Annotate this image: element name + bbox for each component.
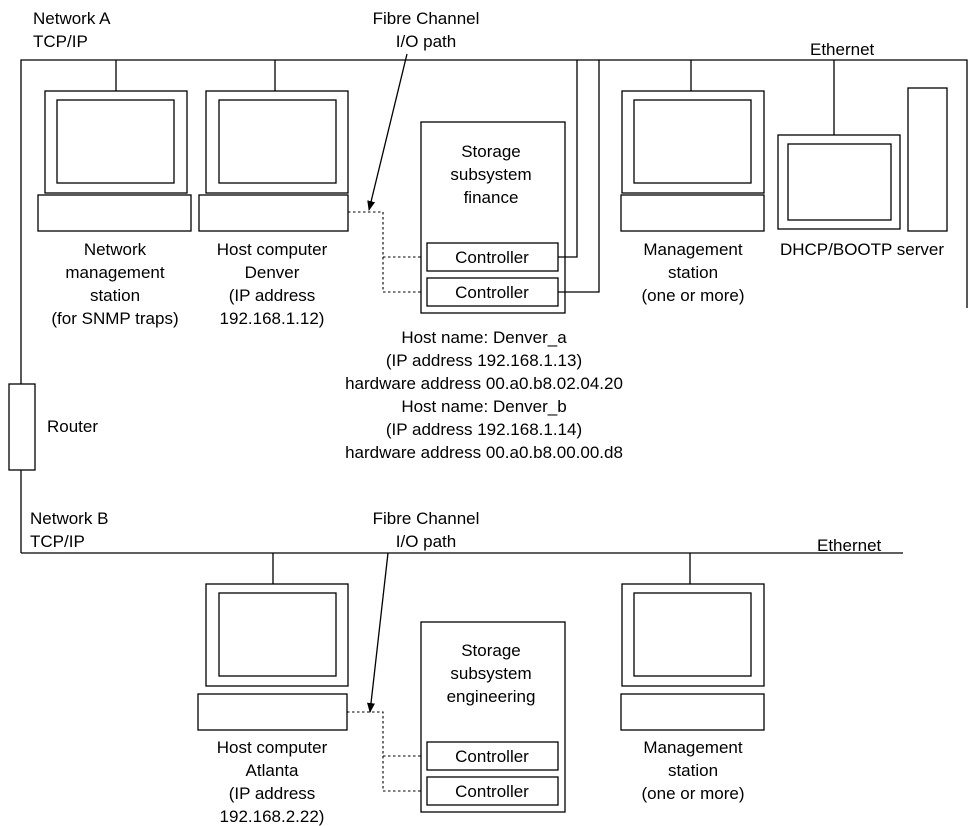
storage-finance-label-3: finance [464, 188, 519, 207]
network-a-ethernet-bus [20, 59, 968, 384]
fibre-link-atlanta-controller-a [347, 711, 427, 757]
nms-label-1: Network [84, 240, 147, 259]
mgmt-a-label-1: Management [643, 240, 743, 259]
fibre-a-arrow [367, 53, 408, 211]
host-denver-label-4: 192.168.1.12) [220, 309, 325, 328]
host-info-line-6: hardware address 00.a0.b8.00.00.d8 [345, 443, 623, 462]
nms-label-2: management [65, 263, 165, 282]
host-denver-computer [198, 60, 349, 232]
engineering-controller-a-box [426, 741, 559, 771]
router-box [8, 383, 36, 471]
management-station-b-computer [620, 553, 765, 731]
ethernet-link-controller-b [558, 60, 600, 293]
nms-label-3: station [90, 286, 140, 305]
mgmt-b-label-1: Management [643, 738, 743, 757]
network-a-protocol: TCP/IP [33, 32, 88, 51]
network-b-ethernet-label: Ethernet [817, 536, 882, 555]
host-denver-label-1: Host computer [217, 240, 328, 259]
host-info-line-3: hardware address 00.a0.b8.02.04.20 [345, 374, 623, 393]
host-denver-label-3: (IP address [229, 286, 316, 305]
fibre-b-label-1: Fibre Channel [373, 509, 480, 528]
finance-controller-a-box [426, 242, 559, 272]
host-denver-label-2: Denver [245, 263, 300, 282]
mgmt-a-label-2: station [668, 263, 718, 282]
fibre-b-label-2: I/O path [396, 532, 456, 551]
mgmt-a-label-3: (one or more) [642, 286, 745, 305]
fibre-a-label-2: I/O path [396, 32, 456, 51]
network-a-name: Network A [33, 9, 111, 28]
network-management-station-computer [37, 60, 192, 232]
host-atlanta-label-2: Atlanta [246, 761, 299, 780]
network-b-name: Network B [30, 509, 108, 528]
storage-engineering-label-1: Storage [461, 641, 521, 660]
management-station-a-computer [620, 60, 765, 232]
host-atlanta-computer [197, 553, 349, 731]
mgmt-b-label-2: station [668, 761, 718, 780]
finance-controller-b-label: Controller [455, 283, 529, 302]
host-atlanta-label-1: Host computer [217, 738, 328, 757]
fibre-a-label-1: Fibre Channel [373, 9, 480, 28]
fibre-link-denver-controller-a [348, 211, 427, 258]
dhcp-bootp-server [777, 60, 948, 232]
engineering-controller-b-box [426, 776, 559, 806]
finance-controller-a-label: Controller [455, 248, 529, 267]
host-atlanta-label-4: 192.168.2.22) [220, 807, 325, 826]
network-b-protocol: TCP/IP [30, 532, 85, 551]
storage-finance-label-1: Storage [461, 142, 521, 161]
storage-finance-label-2: subsystem [450, 165, 531, 184]
engineering-controller-a-label: Controller [455, 747, 529, 766]
fibre-b-arrow [367, 552, 389, 713]
nms-label-4: (for SNMP traps) [51, 309, 178, 328]
fibre-link-atlanta-controller-b [382, 756, 427, 792]
finance-controller-b-box [426, 277, 559, 307]
host-info-line-1: Host name: Denver_a [401, 328, 567, 347]
host-info-line-5: (IP address 192.168.1.14) [386, 420, 582, 439]
dhcp-label: DHCP/BOOTP server [780, 240, 944, 259]
host-info-line-2: (IP address 192.168.1.13) [386, 351, 582, 370]
host-atlanta-label-3: (IP address [229, 784, 316, 803]
fibre-link-denver-controller-b [382, 257, 427, 293]
storage-engineering-label-3: engineering [447, 687, 536, 706]
mgmt-b-label-3: (one or more) [642, 784, 745, 803]
router-label: Router [47, 417, 98, 436]
storage-engineering-label-2: subsystem [450, 664, 531, 683]
host-info-line-4: Host name: Denver_b [401, 397, 566, 416]
network-a-ethernet-label: Ethernet [810, 40, 875, 59]
ethernet-link-controller-a [558, 60, 578, 258]
engineering-controller-b-label: Controller [455, 782, 529, 801]
